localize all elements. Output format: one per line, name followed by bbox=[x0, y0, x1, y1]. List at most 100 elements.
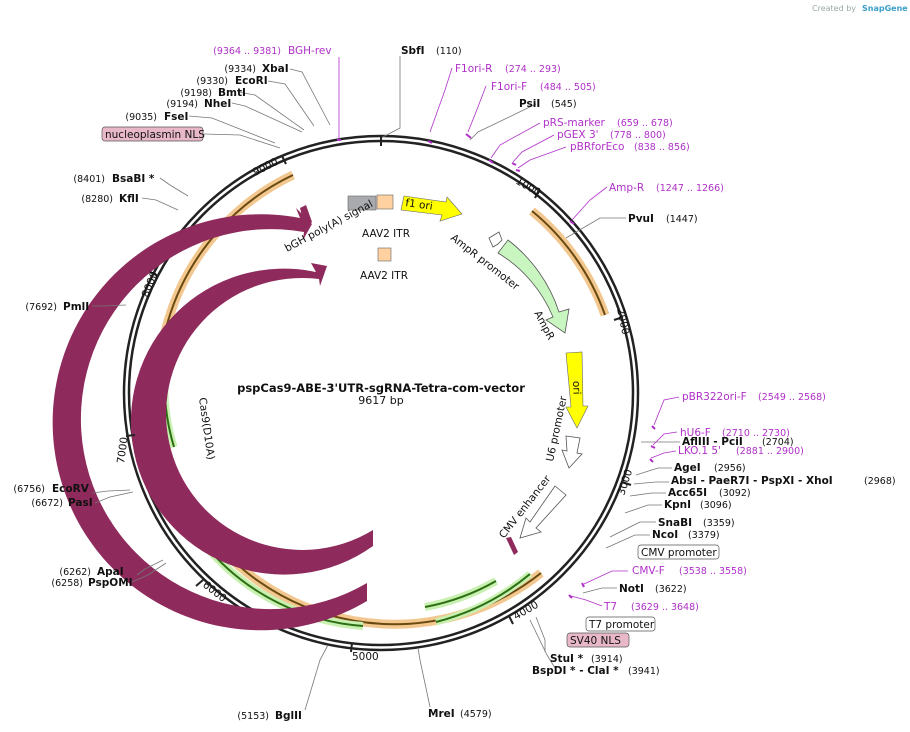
primer-pos-t7: (3629 .. 3648) bbox=[631, 602, 699, 613]
site-name-mrei: MreI bbox=[428, 708, 455, 720]
site-pos-snabi: (3359) bbox=[703, 518, 735, 529]
primer-name-t7: T7 bbox=[603, 601, 617, 613]
primer-pos-bgh-rev: (9364 .. 9381) bbox=[213, 46, 281, 57]
u6-promoter-arrow bbox=[561, 435, 583, 469]
site-name-kpni: KpnI bbox=[664, 499, 691, 511]
site-name-stui: StuI * bbox=[550, 653, 584, 665]
site-pos-acc65i: (3092) bbox=[719, 488, 751, 499]
site-pos-bglii: (5153) bbox=[237, 711, 269, 722]
credit-brand: SnapGene bbox=[862, 4, 908, 13]
primer-pos-f1ori-r: (274 .. 293) bbox=[505, 64, 561, 75]
site-name-pasi: PasI bbox=[68, 497, 93, 509]
itr-block-1 bbox=[376, 194, 394, 210]
tick-label-4000: 4000 bbox=[512, 599, 541, 623]
site-pos-ncoi: (3379) bbox=[688, 530, 720, 541]
primer-pos-pbrforeco: (838 .. 856) bbox=[634, 142, 690, 153]
feature-label-aav2-itr-1: AAV2 ITR bbox=[362, 228, 410, 240]
site-pos-kpni: (3096) bbox=[700, 500, 732, 511]
primer-name-lko1-5: LKO.1 5' bbox=[678, 445, 721, 457]
primer-pos-prs-marker: (659 .. 678) bbox=[617, 118, 673, 129]
site-pos-stui: (3914) bbox=[591, 654, 623, 665]
primer-pos-pbr322ori-f: (2549 .. 2568) bbox=[758, 392, 826, 403]
site-pos-afliii-pcii: (2704) bbox=[762, 437, 794, 448]
site-name-pvui: PvuI bbox=[628, 213, 654, 225]
site-pos-bspdi-clai: (3941) bbox=[628, 666, 660, 677]
site-name-nhei: NheI bbox=[204, 98, 231, 110]
site-pos-agei: (2956) bbox=[714, 463, 746, 474]
plasmid-size: 9617 bp bbox=[358, 394, 403, 407]
site-pos-ecori: (9330) bbox=[196, 76, 228, 87]
site-name-pmli: PmlI bbox=[63, 301, 89, 313]
primer-pos-pgex3: (778 .. 800) bbox=[610, 130, 666, 141]
site-name-agei: AgeI bbox=[674, 462, 701, 474]
primer-name-prs-marker: pRS-marker bbox=[543, 117, 606, 129]
tick-label-1000: 1000 bbox=[514, 175, 543, 199]
site-pos-pvui: (1447) bbox=[666, 214, 698, 225]
site-pos-pspomi: (6258) bbox=[51, 578, 83, 589]
site-name-noti: NotI bbox=[619, 583, 644, 595]
primer-name-f1ori-f: F1ori-F bbox=[491, 81, 527, 93]
site-name-bsabi: BsaBI * bbox=[112, 173, 155, 185]
site-leaders bbox=[91, 56, 680, 711]
site-pos-bmti: (9198) bbox=[180, 88, 212, 99]
site-name-fsei: FseI bbox=[164, 111, 188, 123]
feature-label-ori: ori bbox=[570, 381, 582, 395]
feature-label-aav2-itr-2: AAV2 ITR bbox=[360, 270, 408, 282]
primer-name-cmv-f: CMV-F bbox=[632, 565, 665, 577]
tick-label-9000: 9000 bbox=[251, 156, 280, 179]
feature-label-cas9: Cas9 bbox=[224, 389, 240, 417]
site-name-afliii-pcii: AflIII - PciI bbox=[682, 436, 743, 448]
site-name-absi-xhoi: AbsI - PaeR7I - PspXI - XhoI bbox=[671, 475, 833, 487]
site-pos-absi-xhoi: (2968) bbox=[864, 476, 896, 487]
site-pos-noti: (3622) bbox=[655, 584, 687, 595]
primer-leaders bbox=[338, 57, 680, 607]
site-name-bspdi-clai: BspDI * - ClaI * bbox=[532, 665, 619, 677]
primer-pos-hu6-f: (2710 .. 2730) bbox=[722, 428, 790, 439]
site-pos-nhei: (9194) bbox=[166, 99, 198, 110]
site-pos-pmli: (7692) bbox=[25, 302, 57, 313]
site-name-ecorv: EcoRV bbox=[52, 483, 90, 495]
orf-band-green-mid bbox=[435, 571, 533, 626]
site-pos-ecorv: (6756) bbox=[13, 484, 45, 495]
primer-pos-amp-r: (1247 .. 1266) bbox=[656, 183, 724, 194]
itr-block-2 bbox=[377, 247, 392, 262]
small-maroon-mark bbox=[506, 537, 518, 555]
site-name-snabi: SnaBI bbox=[658, 517, 692, 529]
primer-name-pbr322ori-f: pBR322ori-F bbox=[682, 391, 747, 403]
boxed-label-cmv-promoter: CMV promoter bbox=[641, 547, 717, 559]
sites-left: (5153) BglII (6262) ApaI (6258) PspOMI (… bbox=[13, 63, 302, 722]
cmv-enhancer-arrow bbox=[519, 485, 567, 539]
tick-label-5000: 5000 bbox=[352, 651, 379, 663]
primer-markers bbox=[337, 133, 656, 599]
site-pos-apai: (6262) bbox=[59, 567, 91, 578]
site-pos-sbfi: (110) bbox=[436, 46, 462, 57]
site-pos-xbai: (9334) bbox=[224, 64, 256, 75]
primer-name-f1ori-r: F1ori-R bbox=[455, 63, 492, 75]
ampr-promoter-arrow bbox=[488, 231, 503, 248]
site-name-kfli: KflI bbox=[119, 193, 139, 205]
tick-label-3000: 3000 bbox=[615, 468, 635, 497]
ampr-arrow bbox=[497, 239, 570, 334]
site-name-psii: PsiI bbox=[519, 98, 540, 110]
f1-ori-arrow bbox=[400, 195, 463, 222]
ori-arrow bbox=[565, 351, 589, 429]
primer-name-pbrforeco: pBRforEco bbox=[570, 141, 624, 153]
primer-name-bgh-rev: BGH-rev bbox=[288, 45, 332, 57]
orf-band-right bbox=[529, 207, 610, 317]
tick-label-2000: 2000 bbox=[614, 307, 631, 336]
site-pos-pasi: (6672) bbox=[31, 498, 63, 509]
orf-band-green-short bbox=[424, 577, 498, 611]
primer-pos-lko1-5: (2881 .. 2900) bbox=[736, 446, 804, 457]
boxed-label-nucleoplasmin-nls: nucleoplasmin NLS bbox=[105, 129, 205, 141]
site-pos-psii: (545) bbox=[551, 99, 577, 110]
site-name-ecori: EcoRI bbox=[235, 75, 268, 87]
primer-name-pgex3: pGEX 3' bbox=[557, 129, 599, 141]
gray-block bbox=[347, 195, 377, 211]
site-name-xbai: XbaI bbox=[262, 63, 289, 75]
feature-label-ampr-promoter: AmpR promoter bbox=[448, 232, 522, 293]
site-name-acc65i: Acc65I bbox=[668, 487, 707, 499]
site-name-bmti: BmtI bbox=[218, 87, 246, 99]
credit-text: Created by bbox=[812, 4, 856, 13]
site-pos-fsei: (9035) bbox=[125, 112, 157, 123]
